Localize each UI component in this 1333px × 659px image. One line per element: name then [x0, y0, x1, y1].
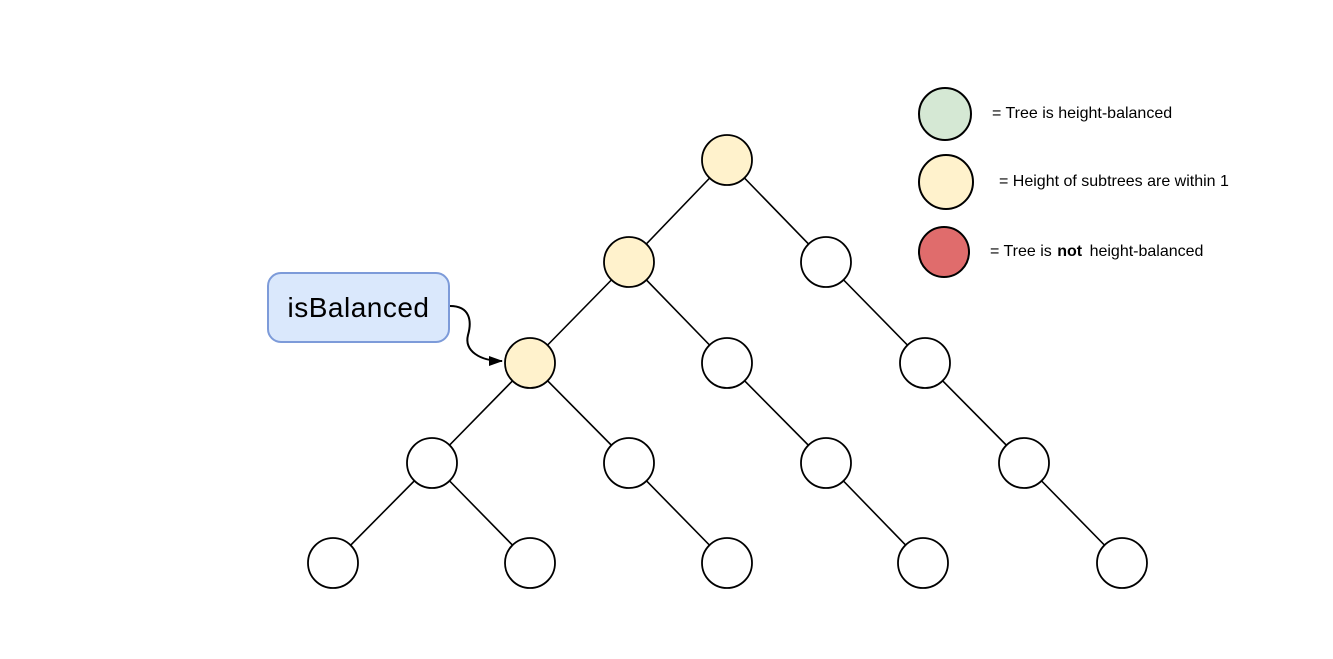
legend-text-not-height-balanced: = Tree is not height-balanced: [990, 243, 1203, 261]
isbalanced-label-text: isBalanced: [287, 291, 430, 323]
tree-node-n0-highlighted: [701, 134, 753, 186]
legend-text-height-balanced: = Tree is height-balanced: [992, 105, 1176, 123]
tree-node-n2: [800, 236, 852, 288]
tree-node-n13: [897, 537, 949, 589]
legend-text-subtrees-within-1: = Height of subtrees are within 1: [999, 173, 1233, 191]
tree-node-n5: [899, 337, 951, 389]
yellow-circle-icon: [918, 154, 974, 210]
legend-text-part: = Tree is: [990, 243, 1057, 260]
tree-node-n3-highlighted: [504, 337, 556, 389]
legend-text-bold: not: [1057, 243, 1083, 260]
red-circle-icon: [918, 226, 970, 278]
legend-text-part: height-balanced: [1085, 243, 1204, 260]
legend-text-part: = Height of subtrees are within 1: [999, 173, 1229, 190]
green-circle-icon: [918, 87, 972, 141]
tree-node-n9: [998, 437, 1050, 489]
isbalanced-label-box: isBalanced: [267, 272, 450, 343]
legend-item-height-balanced: = Tree is height-balanced: [918, 87, 1176, 141]
tree-node-n14: [1096, 537, 1148, 589]
tree-node-n8: [800, 437, 852, 489]
tree-node-n1-highlighted: [603, 236, 655, 288]
tree-node-n11: [504, 537, 556, 589]
tree-node-n12: [701, 537, 753, 589]
tree-node-n6: [406, 437, 458, 489]
legend-text-part: = Tree is height-balanced: [992, 105, 1173, 122]
tree-node-n4: [701, 337, 753, 389]
isbalanced-arrow: [449, 305, 503, 366]
legend-item-subtrees-within-1: = Height of subtrees are within 1: [918, 154, 1233, 210]
tree-node-n7: [603, 437, 655, 489]
tree-node-n10: [307, 537, 359, 589]
legend-item-not-height-balanced: = Tree is not height-balanced: [918, 226, 1203, 278]
